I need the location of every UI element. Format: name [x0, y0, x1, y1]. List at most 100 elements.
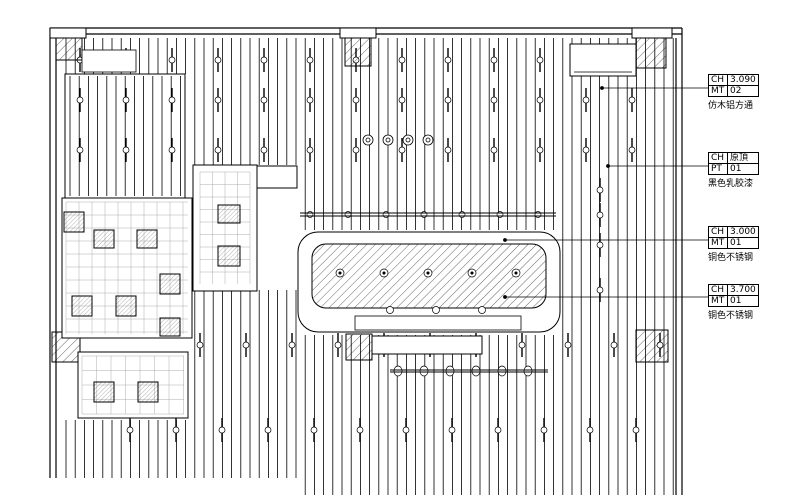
tile-blocks: [63, 204, 241, 403]
rail-dot: [382, 211, 390, 218]
rail-dot: [344, 211, 352, 218]
fixture-dot: [444, 96, 452, 104]
slat-lines: [65, 38, 674, 495]
fixture-dot: [356, 426, 364, 434]
fixture-dot: [596, 286, 604, 294]
material-code: MT: [708, 85, 728, 97]
fixture-dot: [214, 96, 222, 104]
fixture-dot: [334, 341, 342, 349]
fixture-dot: [582, 146, 590, 154]
rails: [300, 212, 556, 373]
fixture-dot: [310, 426, 318, 434]
material-code: MT: [708, 237, 728, 249]
fixture-dot: [540, 426, 548, 434]
fixture-dot: [490, 96, 498, 104]
material-description: 铜色不锈钢: [708, 253, 754, 263]
fixture-dot: [126, 426, 134, 434]
fixture-dot: [490, 146, 498, 154]
ch-value: 3.090: [727, 74, 759, 86]
feature-light-center: [470, 271, 474, 275]
rail-dot: [497, 365, 507, 377]
fixture-dot: [172, 426, 180, 434]
fixture-dot: [214, 146, 222, 154]
fixture-dot: [596, 186, 604, 194]
leader-lines: [503, 86, 708, 299]
fixture-dot: [306, 96, 314, 104]
fixture-dot: [596, 211, 604, 219]
rail-dot: [496, 211, 504, 218]
fixture-dot: [398, 96, 406, 104]
material-code: PT: [708, 163, 728, 175]
fixture-dot: [76, 96, 84, 104]
fixture-dot: [242, 341, 250, 349]
outer-walls: [49, 27, 683, 495]
rail-dot: [458, 211, 466, 218]
fixture-dot: [444, 146, 452, 154]
feature-light-center: [338, 271, 342, 275]
fixture-dot: [586, 426, 594, 434]
fixture-dot: [306, 146, 314, 154]
material-code: MT: [708, 295, 728, 307]
fixture-dot: [398, 56, 406, 64]
feature-light-center: [426, 271, 430, 275]
ch-value: 原頂: [727, 152, 759, 164]
fixture-dot: [564, 341, 572, 349]
material-description: 铜色不锈钢: [708, 311, 754, 321]
ch-value: 3.700: [727, 284, 759, 296]
fixture-dot: [214, 56, 222, 64]
fixture-dot: [444, 56, 452, 64]
fixture-dot: [168, 96, 176, 104]
feature-light-center: [382, 271, 386, 275]
fixture-dot: [448, 426, 456, 434]
material-description: 仿木铝方通: [708, 101, 754, 111]
fixture-dot: [260, 56, 268, 64]
fixture-dot: [260, 146, 268, 154]
fixture-dot: [398, 146, 406, 154]
feature-light: [478, 306, 486, 314]
fixture-dot: [196, 341, 204, 349]
fixture-dot: [352, 146, 360, 154]
material-description: 黑色乳胶漆: [708, 179, 754, 189]
fixture-dot: [628, 146, 636, 154]
fixture-dot: [628, 96, 636, 104]
rail-dot: [393, 365, 403, 377]
ch-label: CH: [708, 284, 728, 296]
fixture-dot: [582, 96, 590, 104]
material-number: 02: [727, 85, 759, 97]
material-number: 01: [727, 295, 759, 307]
fixture-dot: [536, 56, 544, 64]
fixture-dot: [610, 341, 618, 349]
rail-dot: [445, 365, 455, 377]
fixture-dot: [288, 341, 296, 349]
beam-box: [569, 43, 637, 77]
feature-ceiling: [297, 231, 561, 333]
fixture-dot: [596, 241, 604, 249]
feature-light-center: [514, 271, 518, 275]
rail-dot: [306, 211, 314, 218]
fixture-dot: [122, 96, 130, 104]
fixture-dot: [518, 341, 526, 349]
material-number: 01: [727, 237, 759, 249]
fixture-dot: [168, 146, 176, 154]
fixture-dot: [264, 426, 272, 434]
feature-light: [432, 306, 440, 314]
fixture-dot: [536, 96, 544, 104]
round-lamps: [362, 134, 434, 146]
fixture-dot: [218, 426, 226, 434]
feature-lights: [335, 268, 521, 314]
material-number: 01: [727, 163, 759, 175]
fixture-dot: [490, 56, 498, 64]
fixture-dot: [494, 426, 502, 434]
fixture-dot: [76, 146, 84, 154]
fixture-dot: [168, 56, 176, 64]
rail-dot: [471, 365, 481, 377]
fixture-dot: [122, 146, 130, 154]
fixture-dot: [352, 96, 360, 104]
ch-label: CH: [708, 226, 728, 238]
ch-label: CH: [708, 152, 728, 164]
fixture-dot: [260, 96, 268, 104]
